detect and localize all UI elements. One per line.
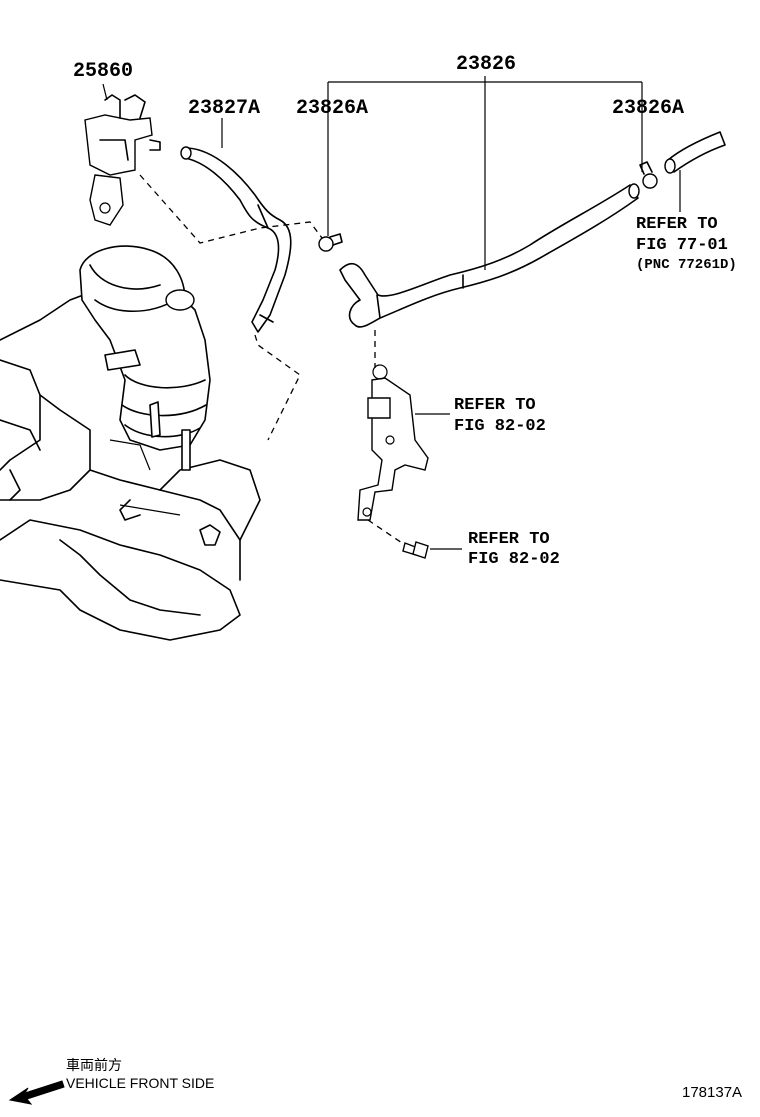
- vehicle-front-arrow: [8, 1080, 65, 1105]
- part-label-23826[interactable]: 23826: [456, 53, 517, 76]
- phantom-lines: [139, 174, 406, 546]
- intake-duct: [79, 245, 211, 471]
- vehicle-front-label: VEHICLE FRONT SIDE: [66, 1075, 215, 1091]
- hose-23827A: [180, 146, 292, 333]
- part-label-23826A-right[interactable]: 23826A: [612, 97, 685, 120]
- ref-fig8202a-line2[interactable]: FIG 82-02: [454, 417, 546, 436]
- part-label-23826A-left[interactable]: 23826A: [296, 97, 369, 120]
- vehicle-front-label-jp: 車両前方: [66, 1057, 122, 1073]
- bracket: [357, 364, 429, 521]
- ref-fig8202a-line1[interactable]: REFER TO: [454, 396, 536, 415]
- part-label-23827A[interactable]: 23827A: [188, 97, 261, 120]
- part-label-25860[interactable]: 25860: [73, 60, 134, 83]
- engine-assembly: [0, 284, 261, 641]
- hose-23826: [339, 183, 640, 328]
- vsv-25860: [84, 94, 161, 226]
- ref-fig7701-line1[interactable]: REFER TO: [636, 215, 718, 234]
- illustration-number: 178137A: [682, 1084, 743, 1101]
- ref-fig8202b-line2[interactable]: FIG 82-02: [468, 550, 560, 569]
- hose-to-fig7701: [664, 131, 726, 174]
- ref-fig8202b-line1[interactable]: REFER TO: [468, 530, 550, 549]
- ref-fig7701-line2[interactable]: FIG 77-01: [636, 236, 728, 255]
- clamp-left-23826A: [318, 233, 343, 252]
- bolt: [402, 541, 429, 559]
- leader-lines: [102, 76, 681, 550]
- ref-fig7701-pnc: (PNC 77261D): [636, 257, 737, 273]
